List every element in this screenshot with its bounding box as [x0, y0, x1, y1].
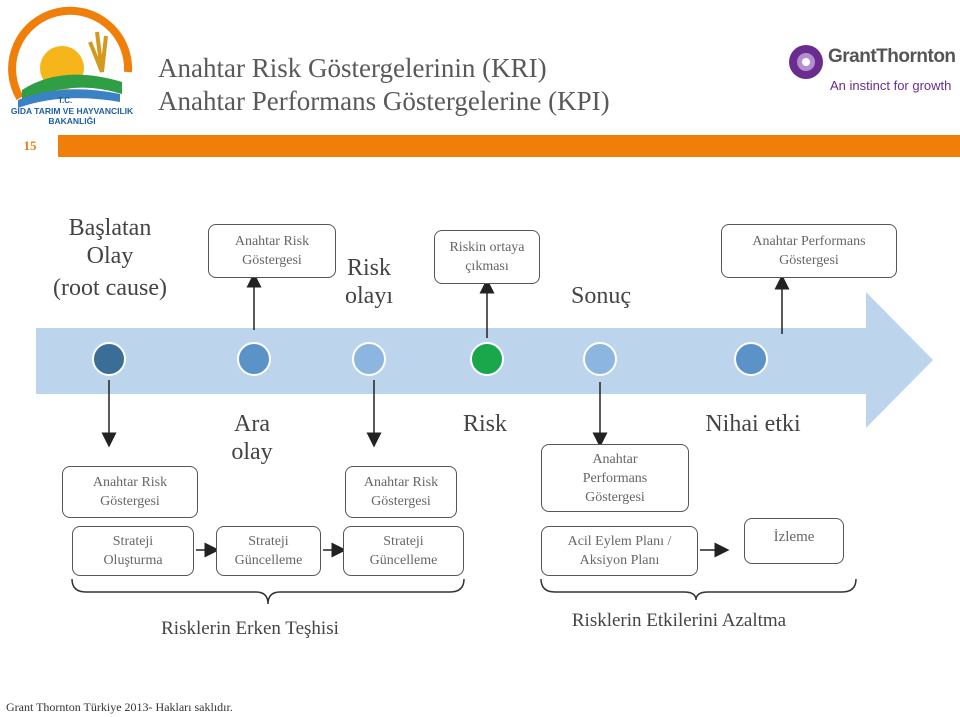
- footer-copyright: Grant Thornton Türkiye 2013- Hakları sak…: [6, 700, 233, 714]
- final-impact-label: Nihai etki: [705, 411, 801, 437]
- result-label: Sonuç: [571, 283, 631, 309]
- timeline-dot-5: [583, 342, 617, 376]
- title-line2: Anahtar Performans Göstergelerine (KPI): [158, 86, 610, 116]
- bottom-kri-box-1: Anahtar Risk Göstergesi: [62, 466, 198, 518]
- root-cause-line2: Olay: [86, 243, 134, 269]
- bottom-kpi-box: Anahtar Performans Göstergesi: [541, 444, 689, 512]
- root-cause-label: Başlatan Olay (root cause): [40, 214, 180, 302]
- page-number: 15: [4, 134, 56, 158]
- brand-tagline: An instinct for growth: [830, 78, 952, 93]
- page-title: Anahtar Risk Göstergelerinin (KRI) Anaht…: [158, 52, 610, 118]
- brace-early-detection: [71, 578, 465, 605]
- brace-mitigation: [540, 578, 857, 601]
- bottom-kri2-line1: Anahtar Risk: [363, 475, 439, 490]
- monitoring-label: İzleme: [773, 529, 815, 545]
- risk-event-line2: olayı: [345, 283, 393, 309]
- bottom-kpi-line2: Performans: [582, 470, 648, 486]
- title-line1: Anahtar Risk Göstergelerinin (KRI): [158, 53, 547, 83]
- root-cause-line1: Başlatan: [68, 215, 152, 241]
- emergence-line1: Riskin ortaya: [449, 240, 525, 255]
- ministry-logo-line2: GIDA TARIM VE HAYVANCILIK: [10, 106, 134, 116]
- header-bar: [58, 135, 960, 157]
- timeline-dot-4: [470, 342, 504, 376]
- brand-name: GrantThornton: [828, 46, 956, 67]
- intermediate-line1: Ara: [234, 411, 270, 437]
- grant-thornton-icon: [789, 45, 823, 79]
- ministry-logo-line1: T.C.: [58, 96, 73, 105]
- root-cause-line3: (root cause): [53, 275, 167, 301]
- monitoring-box: İzleme: [744, 518, 844, 564]
- emergence-line2: çıkması: [465, 259, 509, 274]
- bottom-kri1-line1: Anahtar Risk: [92, 475, 168, 490]
- ministry-emblem-icon: [8, 6, 133, 108]
- strategy2-line2: Güncelleme: [234, 553, 303, 568]
- bottom-kpi-line1: Anahtar: [592, 451, 638, 467]
- bottom-kri2-line2: Göstergesi: [371, 494, 431, 509]
- timeline-dot-3: [352, 342, 386, 376]
- strategy3-line2: Güncelleme: [369, 553, 438, 568]
- top-kpi-box: Anahtar Performans Göstergesi: [721, 224, 897, 278]
- bottom-kri1-line2: Göstergesi: [100, 494, 160, 509]
- ministry-logo: T.C. GIDA TARIM VE HAYVANCILIK BAKANLIĞI: [2, 2, 142, 132]
- strategy-create-box: Strateji Oluşturma: [72, 526, 194, 576]
- strategy3-line1: Strateji: [383, 534, 424, 549]
- strategy2-line1: Strateji: [248, 534, 289, 549]
- bottom-kpi-line3: Göstergesi: [585, 489, 645, 505]
- emergence-box: Riskin ortaya çıkması: [434, 230, 540, 284]
- strategy-update-box-2: Strateji Güncelleme: [343, 526, 464, 576]
- strategy1-line1: Strateji: [112, 534, 154, 549]
- timeline-dot-6: [734, 342, 768, 376]
- timeline-dot-1: [92, 342, 126, 376]
- risk-label: Risk: [462, 411, 507, 437]
- strategy-update-box-1: Strateji Güncelleme: [216, 526, 321, 576]
- top-kpi-line2: Göstergesi: [779, 253, 839, 268]
- strategy1-line2: Oluşturma: [103, 553, 163, 568]
- mitigation-label: Risklerin Etkilerini Azaltma: [571, 610, 787, 631]
- bottom-kri-box-2: Anahtar Risk Göstergesi: [345, 466, 457, 518]
- early-detection-label: Risklerin Erken Teşhisi: [161, 618, 339, 639]
- risk-event-line1: Risk: [346, 255, 391, 281]
- action-line2: Aksiyon Planı: [579, 553, 660, 568]
- action-line1: Acil Eylem Planı /: [567, 534, 672, 549]
- top-kpi-line1: Anahtar Performans: [752, 234, 866, 249]
- timeline-dot-2: [237, 342, 271, 376]
- intermediate-label: Ara olay: [214, 410, 290, 466]
- risk-event-label: Risk olayı: [326, 254, 412, 310]
- top-kri-line1: Anahtar Risk: [234, 234, 310, 249]
- top-kri-box: Anahtar Risk Göstergesi: [208, 224, 336, 278]
- intermediate-line2: olay: [231, 439, 273, 465]
- brand-logo: GrantThornton An instinct for growth: [786, 42, 958, 100]
- action-plan-box: Acil Eylem Planı / Aksiyon Planı: [541, 526, 698, 576]
- top-kri-line2: Göstergesi: [242, 253, 302, 268]
- ministry-logo-line3: BAKANLIĞI: [48, 116, 96, 126]
